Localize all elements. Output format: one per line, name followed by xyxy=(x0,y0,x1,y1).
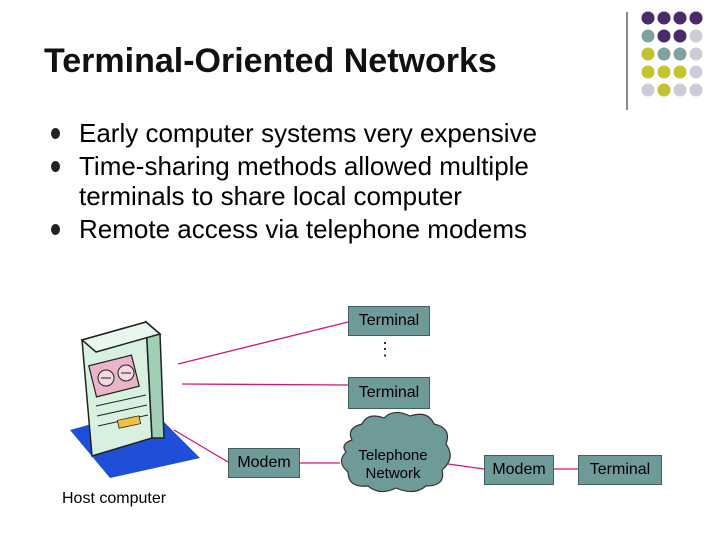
link-host-terminal-middle xyxy=(181,383,349,386)
decorative-dot xyxy=(673,65,687,79)
ellipsis-vertical: ⋮ xyxy=(376,339,394,359)
bullet-item: Time-sharing methods allowed multiple te… xyxy=(48,151,608,211)
slide-title: Terminal-Oriented Networks xyxy=(44,42,497,80)
terminal-node-right: Terminal xyxy=(578,455,662,485)
decorative-dot xyxy=(641,29,655,43)
modem-node-left: Modem xyxy=(228,448,300,478)
telephone-network-label-line1: Telephone xyxy=(358,447,428,464)
decorative-dot xyxy=(641,65,655,79)
host-computer-label: Host computer xyxy=(62,490,167,507)
decorative-dot xyxy=(657,47,671,61)
decorative-dot xyxy=(657,29,671,43)
bullet-item: Remote access via telephone modems xyxy=(48,214,608,244)
decorative-dot xyxy=(689,65,703,79)
decorative-dot xyxy=(673,29,687,43)
decorative-dot xyxy=(641,83,655,97)
decorative-dot xyxy=(657,11,671,25)
host-computer-icon xyxy=(70,320,200,478)
bullet-list: Early computer systems very expensive Ti… xyxy=(48,118,608,247)
decorative-dot xyxy=(657,65,671,79)
decorative-dot xyxy=(689,29,703,43)
title-divider-line xyxy=(626,12,628,110)
decorative-dot xyxy=(641,11,655,25)
telephone-network-cloud xyxy=(340,411,451,493)
decorative-dot xyxy=(689,11,703,25)
decorative-dot xyxy=(673,11,687,25)
telephone-network-label-line2: Network xyxy=(365,465,421,482)
link-host-terminal-top xyxy=(177,321,349,365)
decorative-dot xyxy=(673,83,687,97)
decorative-dot xyxy=(673,47,687,61)
decorative-dot-grid xyxy=(641,11,703,97)
bullet-item: Early computer systems very expensive xyxy=(48,118,608,148)
link-network-modem xyxy=(447,463,485,470)
decorative-dot xyxy=(689,83,703,97)
terminal-node-middle: Terminal xyxy=(348,377,430,409)
terminal-node-top: Terminal xyxy=(348,306,430,336)
decorative-dot xyxy=(641,47,655,61)
link-host-modem xyxy=(173,429,229,463)
decorative-dot xyxy=(689,47,703,61)
telephone-network-label: Telephone Network xyxy=(348,447,438,483)
modem-node-right: Modem xyxy=(484,455,554,485)
decorative-dot xyxy=(657,83,671,97)
